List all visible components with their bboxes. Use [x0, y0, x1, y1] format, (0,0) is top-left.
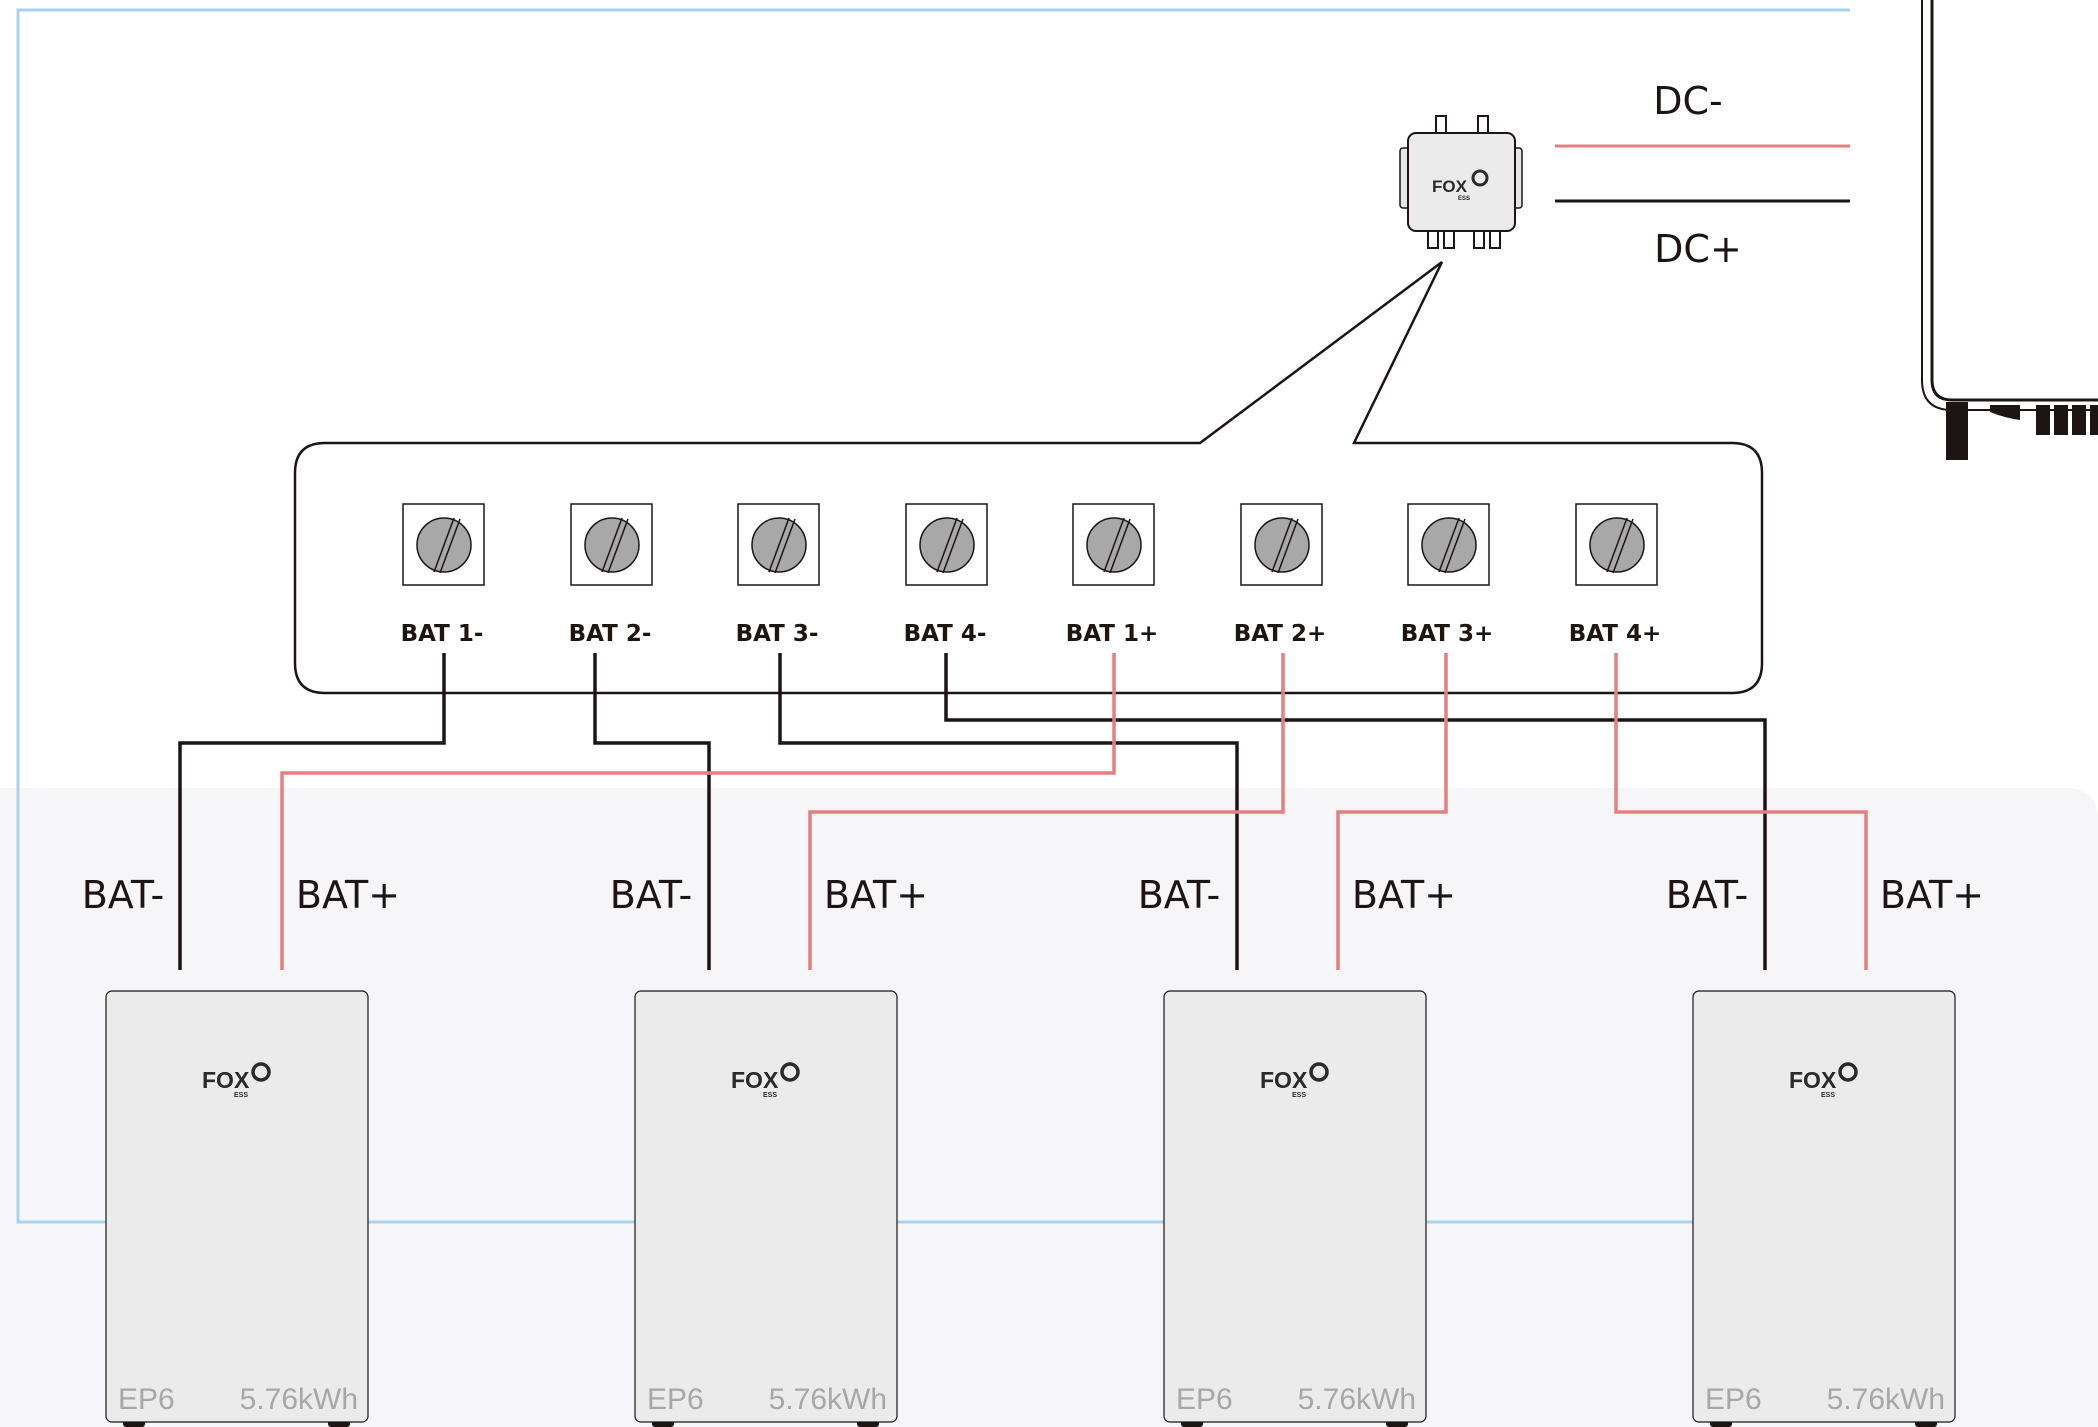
- positive-wires: [280, 653, 1868, 970]
- terminal-4-neg: BAT 4-: [904, 503, 988, 647]
- battery-model: EP6: [118, 1383, 175, 1416]
- terminal-label: BAT 3-: [736, 621, 819, 647]
- battery-neg-label: BAT-: [1666, 873, 1749, 917]
- battery-pos-label: BAT+: [824, 873, 928, 917]
- terminal-3-neg: BAT 3-: [736, 503, 820, 647]
- combiner-box: FOX ESS: [1399, 115, 1523, 249]
- battery-body: [634, 990, 898, 1423]
- terminal-label: BAT 1-: [401, 621, 484, 647]
- battery-4: BAT- BAT+ FOX ESS EP6 5.76kWh: [1666, 873, 1984, 1427]
- battery-brand: FOX: [1260, 1067, 1308, 1093]
- combiner-brand: FOX: [1432, 177, 1468, 196]
- terminal-1-neg: BAT 1-: [401, 503, 485, 647]
- battery-capacity: 5.76kWh: [1827, 1383, 1945, 1416]
- terminal-panel: [293, 260, 1764, 695]
- terminal-label: BAT 4-: [904, 621, 987, 647]
- battery-body: [105, 990, 369, 1423]
- battery-neg-label: BAT-: [610, 873, 693, 917]
- battery-capacity: 5.76kWh: [1298, 1383, 1416, 1416]
- battery-model: EP6: [647, 1383, 704, 1416]
- terminal-3-pos: BAT 3+: [1401, 503, 1494, 647]
- battery-model: EP6: [1176, 1383, 1233, 1416]
- wire-bat4-positive: [1614, 653, 1868, 970]
- battery-body: [1692, 990, 1956, 1423]
- dc-positive-label: DC+: [1654, 227, 1742, 271]
- terminal-label: BAT 2+: [1234, 621, 1327, 647]
- battery-body: [1163, 990, 1427, 1423]
- negative-wires: [178, 653, 1767, 970]
- battery-neg-label: BAT-: [82, 873, 165, 917]
- battery-2: BAT- BAT+ FOX ESS EP6 5.76kWh: [610, 873, 928, 1427]
- dc-negative-label: DC-: [1653, 79, 1723, 123]
- terminal-2-neg: BAT 2-: [569, 503, 653, 647]
- wire-bat4-negative: [944, 653, 1767, 970]
- battery-brand-sub: ESS: [1821, 1092, 1835, 1099]
- wire-bat1-positive: [280, 653, 1116, 970]
- wire-bat2-positive: [808, 653, 1285, 970]
- battery-3: BAT- BAT+ FOX ESS EP6 5.76kWh: [1138, 873, 1456, 1427]
- terminal-label: BAT 3+: [1401, 621, 1494, 647]
- battery-neg-label: BAT-: [1138, 873, 1221, 917]
- battery-pos-label: BAT+: [296, 873, 400, 917]
- battery-brand-sub: ESS: [1292, 1092, 1306, 1099]
- floor-background: [0, 788, 2098, 1427]
- terminal-1-pos: BAT 1+: [1066, 503, 1159, 647]
- terminal-label: BAT 4+: [1569, 621, 1662, 647]
- inverter: [1921, 0, 2098, 460]
- terminal-label: BAT 1+: [1066, 621, 1159, 647]
- battery-brand-sub: ESS: [763, 1092, 777, 1099]
- wire-bat1-negative: [178, 653, 446, 970]
- battery-brand: FOX: [202, 1067, 250, 1093]
- battery-capacity: 5.76kWh: [769, 1383, 887, 1416]
- battery-brand: FOX: [1789, 1067, 1837, 1093]
- battery-model: EP6: [1705, 1383, 1762, 1416]
- combiner-brand-sub: ESS: [1458, 196, 1470, 202]
- terminal-label: BAT 2-: [569, 621, 652, 647]
- battery-capacity: 5.76kWh: [240, 1383, 358, 1416]
- battery-1: BAT- BAT+ FOX ESS EP6 5.76kWh: [82, 873, 400, 1427]
- wire-bat2-negative: [593, 653, 711, 970]
- terminal-4-pos: BAT 4+: [1569, 503, 1662, 647]
- wire-bat3-positive: [1336, 653, 1448, 970]
- battery-brand: FOX: [731, 1067, 779, 1093]
- battery-pos-label: BAT+: [1352, 873, 1456, 917]
- battery-pos-label: BAT+: [1880, 873, 1984, 917]
- battery-brand-sub: ESS: [234, 1092, 248, 1099]
- wire-bat3-negative: [778, 653, 1239, 970]
- terminal-2-pos: BAT 2+: [1234, 503, 1327, 647]
